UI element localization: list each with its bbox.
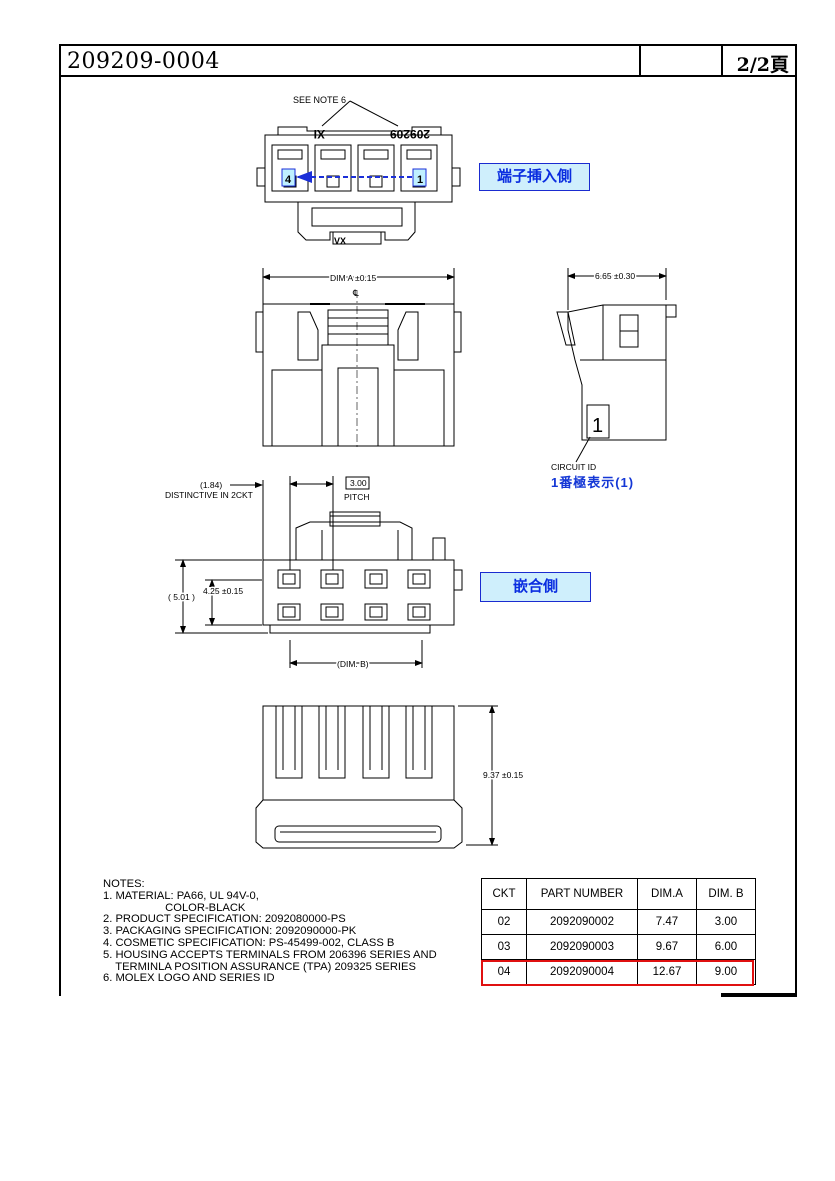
notes-block: NOTES: 1. MATERIAL: PA66, UL 94V-0, COLO… (103, 878, 437, 985)
cell-dim-b: 6.00 (696, 934, 756, 960)
mating-cavity-bottom-4 (407, 603, 431, 621)
cell-ckt: 03 (481, 934, 527, 960)
mating-cavity-top-2 (320, 569, 344, 589)
circuit-4-label: 4 (285, 174, 292, 186)
page-indicator: 2/2頁 (736, 54, 789, 76)
note-line: 6. MOLEX LOGO AND SERIES ID (103, 972, 275, 985)
mating-cavity-top-4 (407, 569, 431, 589)
circuit-1-marker (412, 168, 427, 187)
note-line: 3. PACKAGING SPECIFICATION: 2092090000-P… (103, 925, 357, 938)
header-part-number: PART NUMBER (526, 878, 638, 910)
header-dim-b: DIM. B (696, 878, 756, 910)
circuit-id-box-number: 1 (592, 415, 603, 437)
mating-cavity-top-3 (364, 569, 388, 589)
terminal-slot-4 (405, 705, 433, 779)
note-line: 1. MATERIAL: PA66, UL 94V-0, (103, 889, 259, 902)
terminal-slot-2 (318, 705, 346, 779)
note-line: 5. HOUSING ACCEPTS TERMINALS FROM 206396… (103, 948, 437, 961)
distinctive-label: DISTINCTIVE IN 2CKT (165, 490, 253, 500)
mating-side-callout: 嵌合側 (480, 572, 591, 602)
length-937-label: 9.37 ±0.15 (483, 770, 523, 780)
circuit-id-label: CIRCUIT ID (551, 462, 596, 472)
cell-dim-a: 9.67 (637, 934, 697, 960)
circuit-1-label: 1 (417, 174, 423, 186)
height-501-label: ( 5.01 ) (168, 592, 195, 602)
terminal-slot-1 (275, 705, 303, 779)
rear-cavity-2 (314, 144, 352, 192)
rear-cavity-3 (357, 144, 395, 192)
terminal-slot-3 (362, 705, 390, 779)
centerline-mark: ℄ (352, 288, 359, 298)
cell-part-number: 2092090003 (526, 934, 638, 960)
terminal-insertion-side-callout: 端子挿入側 (479, 163, 590, 191)
mating-view: (1.84) DISTINCTIVE IN 2CKT 3.00 PITCH (165, 476, 463, 671)
note-line: TERMINLA POSITION ASSURANCE (TPA) 209325… (103, 960, 416, 973)
title-block-empty-cell (639, 46, 725, 75)
circuit-4-marker (281, 168, 296, 187)
header-dim-a: DIM.A (637, 878, 697, 910)
part-number-title: 209209-0004 (67, 49, 220, 74)
mating-cavity-bottom-1 (277, 603, 301, 621)
frame-corner-bar (721, 993, 797, 997)
table-header-row: CKT PART NUMBER DIM.A DIM. B (481, 878, 756, 910)
note-line: 2. PRODUCT SPECIFICATION: 2092080000-PS (103, 913, 346, 926)
housing-mark-left: XI (314, 127, 325, 141)
circuit-id-japanese: 1番極表示(1) (551, 475, 635, 490)
side-width-label: 6.65 ±0.30 (595, 271, 635, 281)
latch-mark: VX (334, 236, 346, 246)
height-425-label: 4.25 ±0.15 (203, 586, 243, 596)
housing-mark-right: 209209 (390, 127, 430, 141)
cell-dim-a: 7.47 (637, 909, 697, 935)
mating-cavity-bottom-2 (320, 603, 344, 621)
selected-row-highlight (481, 960, 754, 986)
note-line: COLOR-BLACK (103, 901, 246, 914)
dim-a-label: DIM A ±0.15 (330, 273, 377, 283)
note-line: 4. COSMETIC SPECIFICATION: PS-45499-002,… (103, 936, 395, 949)
cell-dim-b: 3.00 (696, 909, 756, 935)
header-ckt: CKT (481, 878, 527, 910)
pitch-label: PITCH (344, 492, 370, 502)
side-view: 6.65 ±0.30 1 CIRCUIT ID (551, 268, 677, 472)
mating-cavity-top-1 (277, 569, 301, 589)
ref-184-label: (1.84) (200, 480, 222, 490)
table-row: 02 2092090002 7.47 3.00 (481, 909, 756, 935)
part-number-table: CKT PART NUMBER DIM.A DIM. B 02 20920900… (481, 878, 756, 985)
title-block: 209209-0004 2/2頁 (59, 44, 797, 77)
mating-cavity-bottom-3 (364, 603, 388, 621)
front-view: DIM A ±0.15 ℄ (255, 268, 462, 450)
pitch-value: 3.00 (350, 478, 367, 488)
bottom-view: 9.37 ±0.15 (255, 705, 525, 849)
dim-b-label: (DIM. B) (337, 659, 369, 669)
notes-heading: NOTES: (103, 878, 145, 890)
rear-view: SEE NOTE 6 XI 209209 VX (256, 95, 461, 246)
see-note-label: SEE NOTE 6 (293, 95, 346, 105)
cell-ckt: 02 (481, 909, 527, 935)
table-row: 03 2092090003 9.67 6.00 (481, 934, 756, 960)
cell-part-number: 2092090002 (526, 909, 638, 935)
title-block-page-cell: 2/2頁 (721, 46, 797, 76)
